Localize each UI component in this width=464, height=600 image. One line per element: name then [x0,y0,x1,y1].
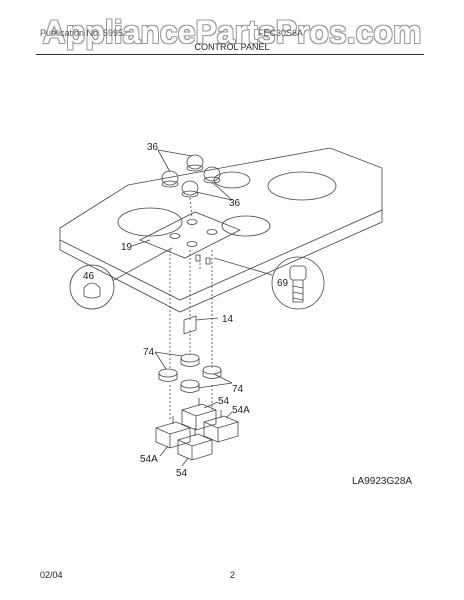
model-number: FEC30S6A [258,28,304,38]
screw-detail-circle [271,256,325,310]
publication-number: Publication No. 5995... [40,28,131,38]
insert-detail-circle [69,264,115,310]
burner-element-front-right [221,215,271,237]
callout-infinite-switch-a: 54 [218,396,230,407]
callout-infinite-switch-b: 54A [232,405,250,416]
callout-knobs-bottom: 36 [229,198,241,209]
header-rule [36,54,424,55]
callout-insert: 46 [83,271,95,282]
callout-switch: 14 [222,314,234,325]
footer-date: 02/04 [40,570,63,580]
callout-infinite-switch-c: 54A [140,454,158,465]
callout-spacer-bottom: 74 [232,384,244,395]
knob-rear-right [186,154,204,172]
page-title: CONTROL PANEL [194,42,270,52]
insert-part [83,282,101,299]
cooktop-outline [59,147,383,301]
footer-page-number: 2 [230,570,236,580]
infinite-switch-right [203,410,239,443]
callout-spacer-top: 74 [143,347,155,358]
knob-rear-left [161,170,179,188]
infinite-switch-left [155,416,191,449]
burner-element-rear-right [267,171,337,201]
infinite-switch-front [177,428,213,461]
knob-front-right [203,166,221,184]
spacer-left [158,368,178,382]
spacer-bottom-center [180,379,200,393]
burner-element-front-left [117,207,183,237]
callout-knobs-top: 36 [147,142,159,153]
infinite-switch-rear [181,398,217,431]
spacer-top-center [180,353,200,367]
knob-front-left [181,180,199,198]
switch-part [183,315,197,335]
callout-panel: 19 [121,242,133,253]
screw-shank [292,280,304,303]
burner-element-rear-center [213,171,251,189]
watermark: AppliancePartsPros.com [42,14,422,50]
screw-head [289,265,307,281]
callout-screw: 69 [277,278,289,289]
cooktop-edge [59,210,383,313]
callout-infinite-switch-d: 54 [176,468,188,479]
figure-code: LA9923G28A [352,476,412,487]
spacer-right [202,365,222,379]
